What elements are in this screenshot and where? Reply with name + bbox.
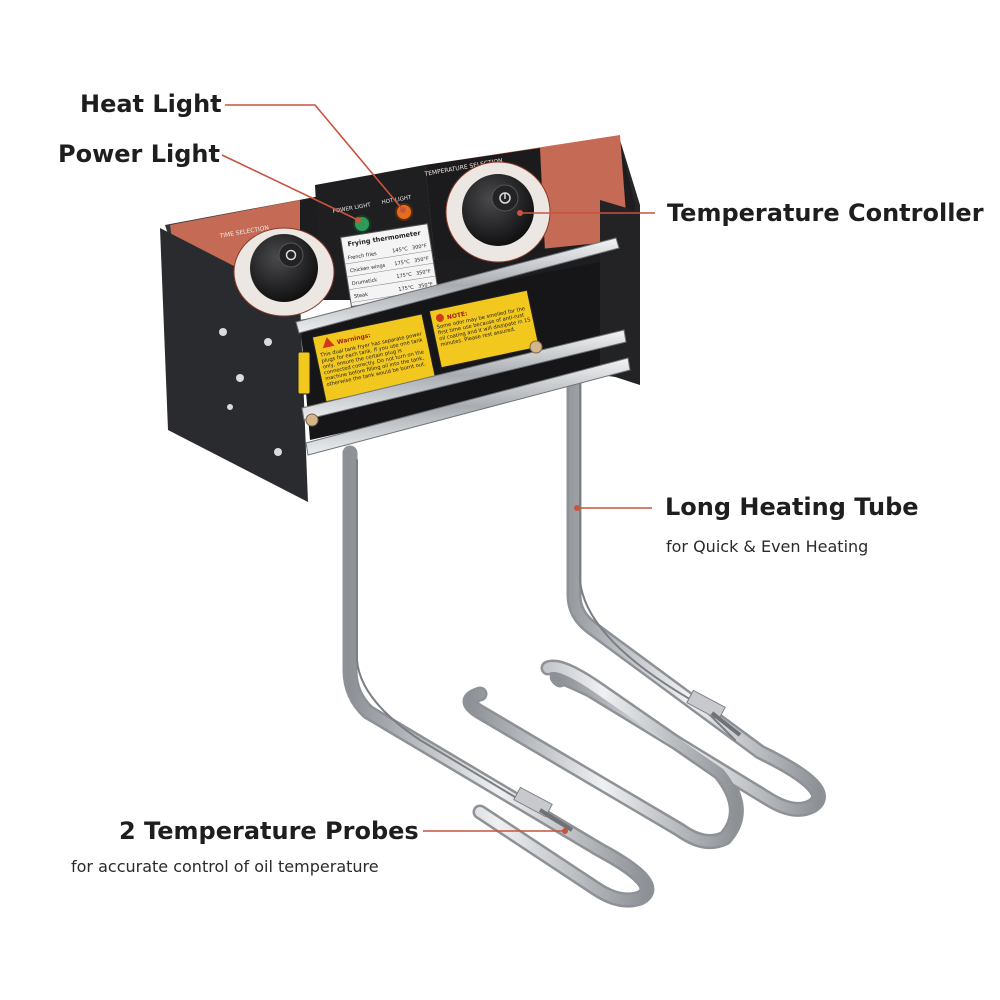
thermo-cell: 300°F (412, 243, 428, 251)
callout-lines (221, 104, 655, 832)
temperature-probe-back (686, 689, 742, 737)
thermo-cell: 350°F (418, 282, 434, 290)
thermo-cell: 175°C (398, 285, 415, 293)
note-title: NOTE: (446, 310, 468, 321)
thermo-cell: French fries (347, 251, 377, 262)
chrome-handle-bars (295, 237, 631, 456)
thermo-cell: 175°C (394, 259, 411, 267)
thermo-cell: Steak (354, 292, 369, 300)
temperature-knob-icon[interactable] (445, 161, 551, 263)
thermo-cell: 145°C (392, 246, 409, 254)
heat-light-callout: Heat Light (80, 90, 222, 118)
temperature-probes-callout: 2 Temperature Probes (119, 817, 419, 845)
warning-icon (322, 337, 335, 349)
thermo-cell: 350°F (414, 256, 430, 264)
long-heating-tube-subtitle: for Quick & Even Heating (666, 537, 869, 556)
time-knob-icon[interactable] (233, 227, 335, 317)
warning-sticker: Warnings: This dual tank fryer has separ… (311, 313, 437, 403)
thermo-cell: Drumstick (352, 277, 378, 287)
temperature-probe-front (513, 786, 574, 832)
sticker-edge (297, 351, 311, 395)
power-light-callout: Power Light (58, 140, 220, 168)
temperature-controller-callout: Temperature Controller (667, 199, 984, 227)
thermo-row-divider (344, 250, 432, 265)
thermo-row-divider (346, 262, 434, 278)
thermo-cell: 350°F (416, 269, 432, 277)
heating-tube (342, 364, 826, 908)
thermo-cell: Chicken wings (350, 263, 387, 275)
thermo-cell: 175°C (396, 272, 413, 280)
thermo-row-divider (348, 275, 436, 291)
hot-light-text: HOT LIGHT (381, 195, 412, 206)
long-heating-tube-callout: Long Heating Tube (665, 493, 919, 521)
temperature-probes-subtitle: for accurate control of oil temperature (71, 857, 379, 876)
note-sticker: NOTE: Some odor may be smelled for the f… (428, 289, 540, 369)
